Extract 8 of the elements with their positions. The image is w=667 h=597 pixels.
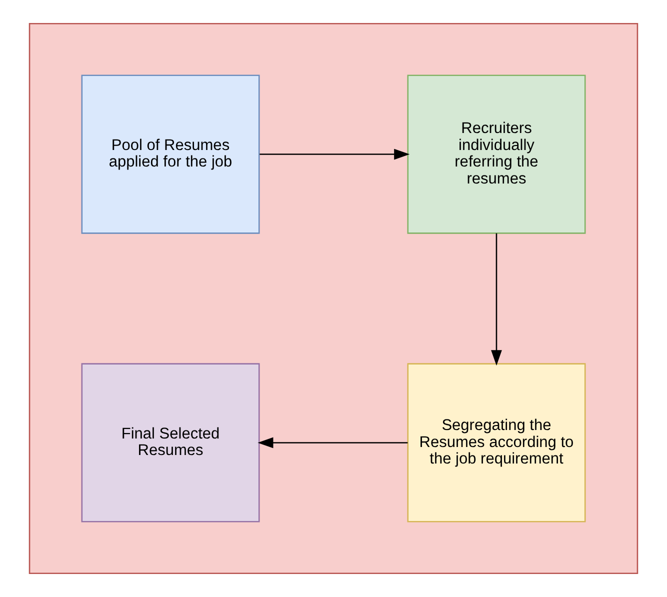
node-box: Final Selected Resumes	[81, 363, 260, 522]
node-box: Recruiters individually referring the resumes	[407, 74, 586, 234]
node-box: Pool of Resumes applied for the job	[81, 74, 260, 234]
arrow	[258, 437, 408, 448]
cluster	[28, 22, 638, 574]
arrow	[260, 148, 410, 160]
node-box: Segregating the Resumes according to the job requirement	[407, 363, 586, 522]
arrow	[491, 233, 502, 366]
